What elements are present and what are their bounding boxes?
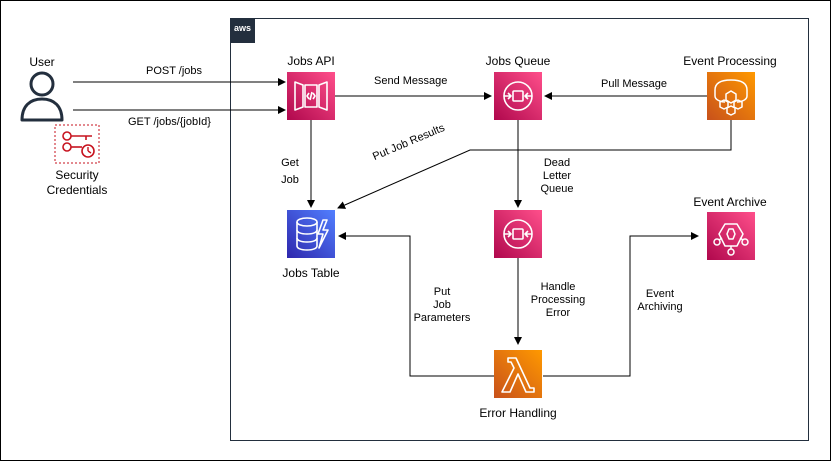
label-pull-message: Pull Message <box>601 78 668 90</box>
error-handling-title: Error Handling <box>479 406 557 420</box>
get-job-line-1: Get <box>281 157 299 169</box>
label-handle-processing-error: Handle Processing Error <box>522 281 594 320</box>
lambda-icon[interactable] <box>494 350 542 398</box>
label-get-job-id: GET /jobs/{jobId} <box>128 116 211 128</box>
archiving-line-1: Event <box>645 288 675 300</box>
security-credentials-label: Security Credentials <box>40 168 114 198</box>
eventbridge-icon[interactable] <box>707 212 755 260</box>
sqs-dlq-icon[interactable] <box>494 210 542 258</box>
label-dead-letter-queue: Dead Letter Queue <box>532 157 582 196</box>
edge-put-job-parameters <box>338 232 494 377</box>
aws-cloud-boundary <box>230 18 809 441</box>
label-get-job: Get Job <box>270 157 310 187</box>
label-post-jobs: POST /jobs <box>146 65 203 77</box>
event-processing-title: Event Processing <box>683 54 777 68</box>
event-archive-title: Event Archive <box>693 195 767 209</box>
archiving-line-2: Archiving <box>637 301 683 313</box>
user-label: User <box>29 55 55 69</box>
aws-badge-label: aws <box>233 23 251 33</box>
put-params-line-1: Put <box>433 286 451 298</box>
handle-line-3: Error <box>545 307 571 319</box>
dlq-line-3: Queue <box>540 183 574 195</box>
put-params-line-3: Parameters <box>413 312 471 324</box>
dlq-line-1: Dead <box>543 157 571 169</box>
jobs-queue-title: Jobs Queue <box>485 54 551 68</box>
label-send-message: Send Message <box>374 75 448 87</box>
edge-put-job-results <box>337 120 732 209</box>
jobs-api-title: Jobs API <box>287 54 335 68</box>
edge-event-archiving <box>543 232 699 377</box>
sqs-queue-icon[interactable] <box>494 72 542 120</box>
handle-line-1: Handle <box>540 281 576 293</box>
ecs-fargate-icon[interactable] <box>707 72 755 120</box>
user-icon <box>18 70 66 122</box>
credentials-line-2: Credentials <box>46 183 108 197</box>
dlq-line-2: Letter <box>542 170 572 182</box>
get-job-line-2: Job <box>281 174 299 186</box>
dynamodb-table-icon[interactable] <box>287 210 335 258</box>
put-params-line-2: Job <box>433 299 451 311</box>
label-event-archiving: Event Archiving <box>630 288 690 314</box>
label-put-job-parameters: Put Job Parameters <box>412 286 472 325</box>
security-credentials-icon <box>54 124 100 164</box>
credentials-line-1: Security <box>55 168 99 182</box>
jobs-table-title: Jobs Table <box>282 266 340 280</box>
api-gateway-icon[interactable] <box>287 72 335 120</box>
handle-line-2: Processing <box>530 294 586 306</box>
aws-cloud-badge: aws <box>230 18 255 43</box>
